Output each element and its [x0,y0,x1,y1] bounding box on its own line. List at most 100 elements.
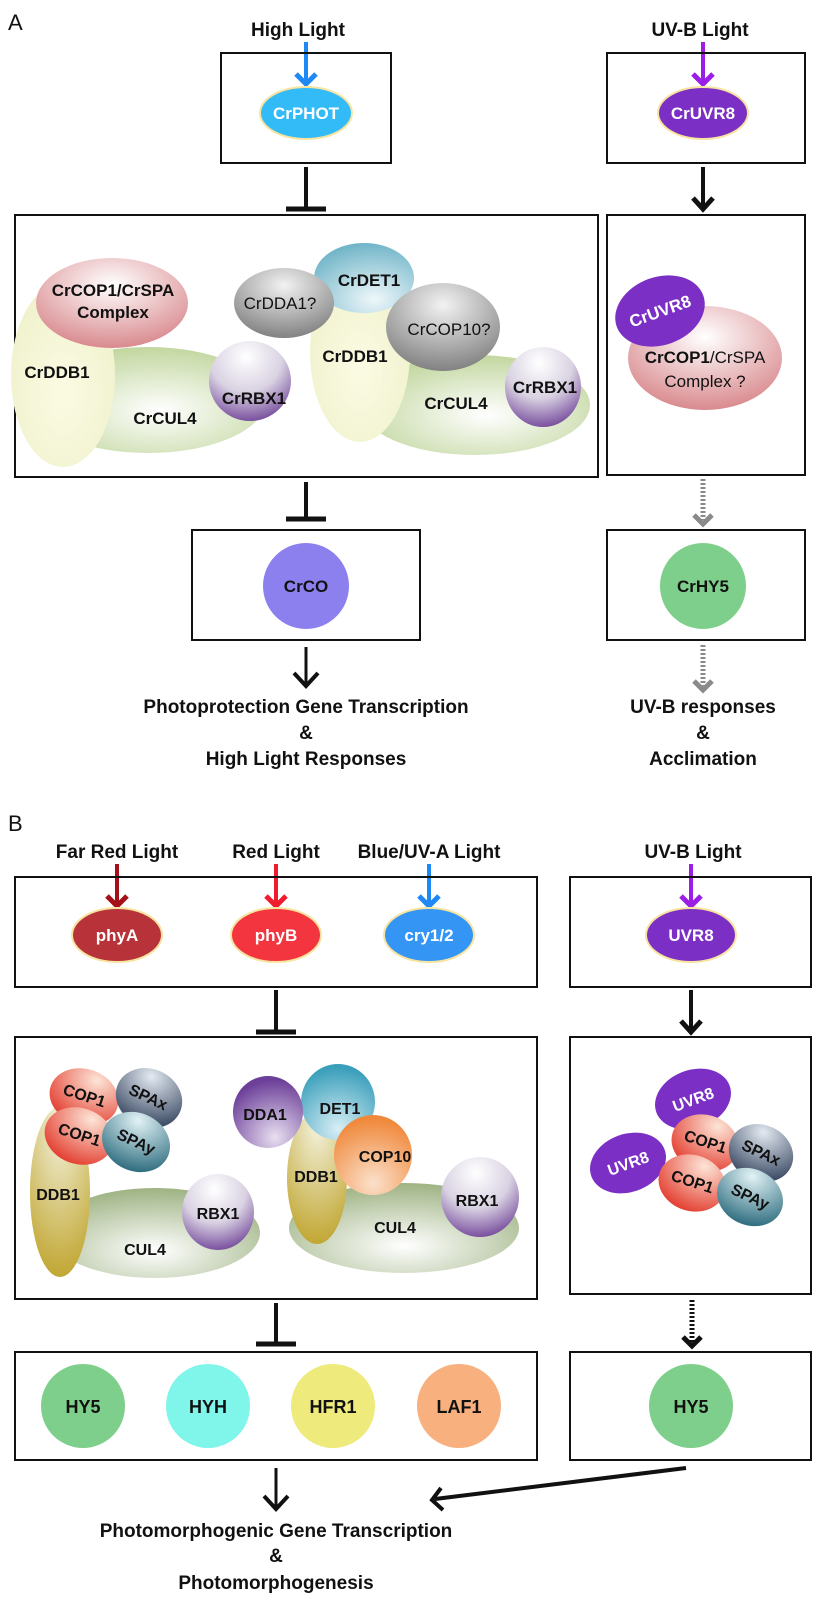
crhy5-node: CrHY5 [660,543,746,629]
crrbx1-label: CrRBX1 [222,389,286,408]
tf-node-hyh: HYH [166,1364,250,1448]
uvb-light-label-a: UV-B Light [651,20,749,41]
inhibition-icon [286,482,326,522]
cul4-label-b1: CUL4 [124,1242,166,1259]
outcome-a-left-3: High Light Responses [206,749,407,770]
uvr8-cop1-box-b [569,1036,812,1295]
crco-node: CrCO [263,543,349,629]
light-arrow-head [417,894,441,910]
photoreceptor-ellipse [383,907,475,963]
crcul4-label: CrCUL4 [133,409,197,428]
tf-node-laf1: LAF1 [417,1364,501,1448]
panel-a-label: A [8,10,23,35]
uvb-light-label-b: UV-B Light [644,842,742,863]
hy5-box-b [569,1351,812,1461]
crspa-part: /CrSPA [710,348,766,367]
cruvr8-label: CrUVR8 [671,104,735,123]
activation-arrow-icon [292,647,320,689]
tf-node-hy5: HY5 [41,1364,125,1448]
crphot-node: CrPHOT [259,86,353,140]
uvr8-box-b [569,876,812,988]
uvb-light-arrow-a [691,42,715,88]
transcription-factors-box [14,1351,538,1461]
inhibition-icon [256,1303,296,1347]
photoreceptor-label: cry1/2 [404,926,453,945]
light-arrow-head [294,72,318,88]
outcome-a-right-1: UV-B responses [630,697,776,718]
activation-arrow-icon [691,167,715,213]
cop10-label: COP10 [359,1149,412,1166]
light-arrow-head [264,894,288,910]
panel-b-label: B [8,811,23,836]
outcome-a-left-2: & [299,723,313,744]
activation-arrow-icon [679,990,703,1036]
photoreceptor-box-a [220,52,392,164]
crcop1-crspa-label-1: CrCOP1/CrSPA [52,281,175,300]
hy5-node-b: HY5 [649,1364,733,1448]
uvr8-label: UVR8 [668,926,713,945]
crcop1-crspa-q-label-1: CrCOP1/CrSPA [645,348,766,367]
photoreceptor-ellipse [71,907,163,963]
outcome-a-left-1: Photoprotection Gene Transcription [143,697,468,718]
dda1-label: DDA1 [243,1107,287,1124]
crrbx1-label-2: CrRBX1 [513,378,577,397]
tf-label: HYH [189,1397,227,1417]
ddb1-label-b1: DDB1 [36,1187,80,1204]
dashed-arrow-icon [692,479,714,528]
uvr8-node: UVR8 [645,907,737,963]
tf-circle [291,1364,375,1448]
uvr8-cop1-complex-b: UVR8 UVR8 COP1 COP1 SPAx SPAy [590,1068,794,1227]
crco-box [191,529,421,641]
complex-b1: COP1 SPAx COP1 SPAy DDB1 CUL4 RBX1 [30,1068,260,1278]
cul4-label-b2: CUL4 [374,1220,416,1237]
tf-circle [417,1364,501,1448]
photoreceptor-ellipse [230,907,322,963]
tf-label: HFR1 [309,1397,356,1417]
photoreceptor-box-b [14,876,538,988]
tf-node-hfr1: HFR1 [291,1364,375,1448]
dashed-arrow-icon [692,645,714,694]
dashed-arrow-icon [681,1300,703,1350]
hy5-label-b: HY5 [673,1397,708,1417]
cruvr8-node: CrUVR8 [657,86,749,140]
tf-label: LAF1 [437,1397,482,1417]
light-arrow-head [691,72,715,88]
ddb1-label-b2: DDB1 [294,1169,338,1186]
crdda1-label: CrDDA1? [244,294,317,313]
tf-label: HY5 [65,1397,100,1417]
photoreceptor-label: phyA [96,926,139,945]
activation-arrow-icon [262,1468,290,1512]
outcome-a-right-2: & [696,723,710,744]
inhibition-icon [286,167,326,212]
det1-label: DET1 [320,1101,361,1118]
light-arrow-head [105,894,129,910]
uvb-light-arrow-b [679,864,703,910]
outcome-b-3: Photomorphogenesis [178,1573,373,1594]
light-label: Blue/UV-A Light [358,842,502,863]
cul4-complex-box-b [14,1036,538,1300]
crcop1-crspa-q-label-2: Complex ? [664,372,745,391]
crco-label: CrCO [284,577,328,596]
transcription-factors: HY5 HYH HFR1 LAF1 [41,1364,501,1448]
rbx1-label-b2: RBX1 [456,1193,499,1210]
complex-a2: CrDDA1? CrDET1 CrCOP10? CrDDB1 CrCUL4 Cr… [234,243,590,455]
high-light-label: High Light [251,20,346,41]
crcul4-label-2: CrCUL4 [424,394,488,413]
crhy5-box [606,529,806,641]
outcome-b-2: & [269,1546,283,1567]
inhibition-icon [256,990,296,1035]
outcome-a-right-3: Acclimation [649,749,757,770]
crphot-label: CrPHOT [273,104,340,123]
crcop1-bold: CrCOP1 [645,348,710,367]
light-input-2: Blue/UV-A Light cry1/2 [358,842,502,963]
uvr8-box-a [606,52,806,164]
crcop1-crspa-label-2: Complex [77,303,149,322]
light-label: Red Light [232,842,320,863]
complex-b2: DDA1 DET1 COP10 DDB1 CUL4 RBX1 [233,1064,519,1273]
tf-circle [41,1364,125,1448]
crdet1-label: CrDET1 [338,271,400,290]
uvr8-cop1-box-a [606,214,806,476]
